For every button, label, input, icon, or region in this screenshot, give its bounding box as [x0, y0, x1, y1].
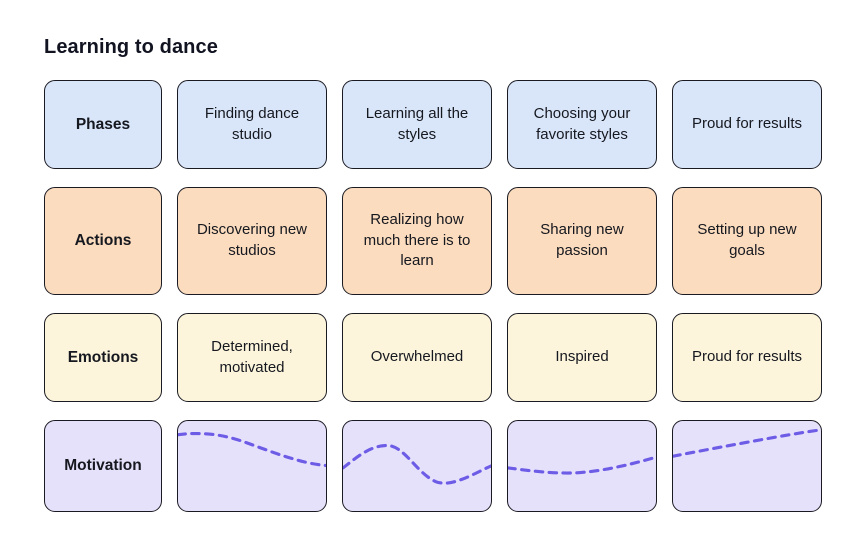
journey-map-grid: Phases Finding dance studio Learning all…: [44, 80, 822, 512]
phase-card: Finding dance studio: [177, 80, 327, 169]
motivation-curve-flat-rise-line: [508, 455, 656, 475]
action-card: Sharing new passion: [507, 187, 657, 295]
motivation-sparkline: [178, 431, 326, 468]
action-card: Realizing how much there is to learn: [342, 187, 492, 295]
motivation-sparkline: [673, 428, 821, 458]
emotion-card: Determined, motivated: [177, 313, 327, 402]
motivation-curve-card: [342, 420, 492, 512]
emotion-card: Inspired: [507, 313, 657, 402]
phase-card: Proud for results: [672, 80, 822, 169]
motivation-sparkline: [343, 443, 491, 485]
motivation-curve-card: [507, 420, 657, 512]
row-label-actions: Actions: [44, 187, 162, 295]
action-card: Discovering new studios: [177, 187, 327, 295]
page-title: Learning to dance: [44, 36, 218, 58]
motivation-sparkline: [508, 455, 656, 475]
emotion-card: Overwhelmed: [342, 313, 492, 402]
row-label-motivation: Motivation: [44, 420, 162, 512]
action-card: Setting up new goals: [672, 187, 822, 295]
row-label-emotions: Emotions: [44, 313, 162, 402]
emotion-card: Proud for results: [672, 313, 822, 402]
motivation-curve-card: [177, 420, 327, 512]
phase-card: Learning all the styles: [342, 80, 492, 169]
motivation-curve-rising-line: [673, 428, 821, 458]
phase-card: Choosing your favorite styles: [507, 80, 657, 169]
motivation-curve-declining-line: [178, 431, 326, 468]
motivation-curve-dip-line: [343, 443, 491, 485]
row-label-phases: Phases: [44, 80, 162, 169]
motivation-curve-card: [672, 420, 822, 512]
journey-map-page: Learning to dance Phases Finding dance s…: [44, 36, 822, 512]
